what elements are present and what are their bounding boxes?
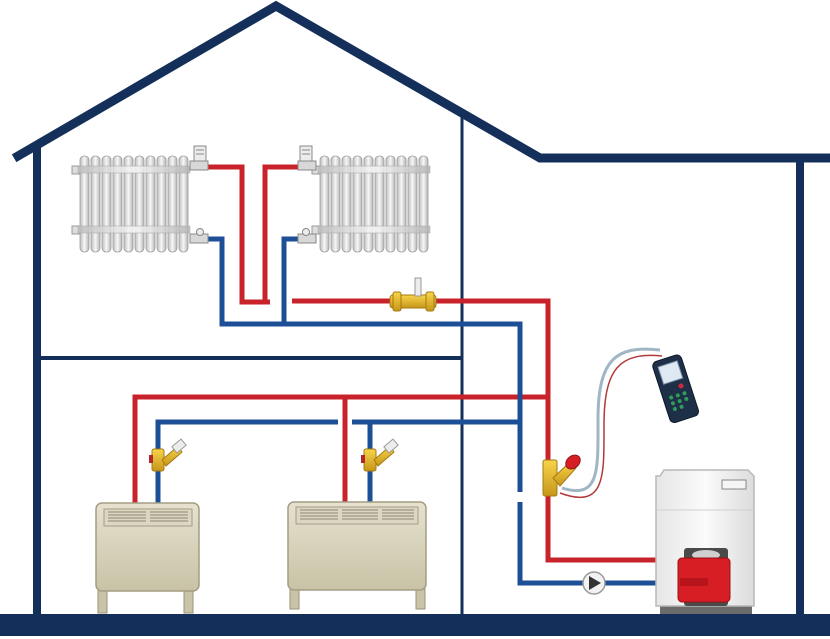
- supply-pipe-upper-left: [205, 164, 270, 305]
- radiator-header-top: [77, 165, 191, 174]
- thermostatic-valve-left: [189, 145, 209, 171]
- balancing-valve-upper: [389, 277, 437, 312]
- valve-lower-center: [361, 438, 399, 472]
- foundation: [0, 614, 830, 636]
- roof-main: [11, 0, 830, 163]
- house-structure: [11, 0, 830, 624]
- pump-arrow-icon: [589, 576, 601, 590]
- radiator-header-top: [317, 165, 431, 174]
- boiler: [655, 469, 755, 614]
- return-pipe-lower-main: [155, 419, 338, 503]
- radiator-header-bottom: [77, 225, 191, 234]
- radiator-upper-left: [71, 155, 191, 253]
- convector-lower-center: [287, 501, 427, 610]
- measurement-hoses: [559, 347, 663, 499]
- return-pipe-upper-right: [281, 236, 300, 324]
- supply-pipe-lower-main: [132, 394, 548, 505]
- radiator-header-bottom: [317, 225, 431, 234]
- convector-lower-left: [95, 502, 200, 614]
- flow-meter: [652, 354, 699, 424]
- radiator-upper-right: [311, 155, 431, 253]
- measuring-valve: [542, 454, 581, 497]
- valve-lower-left: [149, 438, 187, 472]
- boiler-label-plate: [721, 479, 747, 490]
- return-pipes: [155, 236, 656, 586]
- supply-pipe-upper-right: [262, 164, 300, 302]
- circulation-pump: [582, 571, 606, 595]
- return-pipe-upper-left: [205, 236, 523, 492]
- lockshield-valve-right: [297, 228, 317, 244]
- return-pipe-to-boiler: [517, 502, 656, 586]
- lockshield-valve-left: [189, 228, 209, 244]
- thermostatic-valve-right: [297, 145, 317, 171]
